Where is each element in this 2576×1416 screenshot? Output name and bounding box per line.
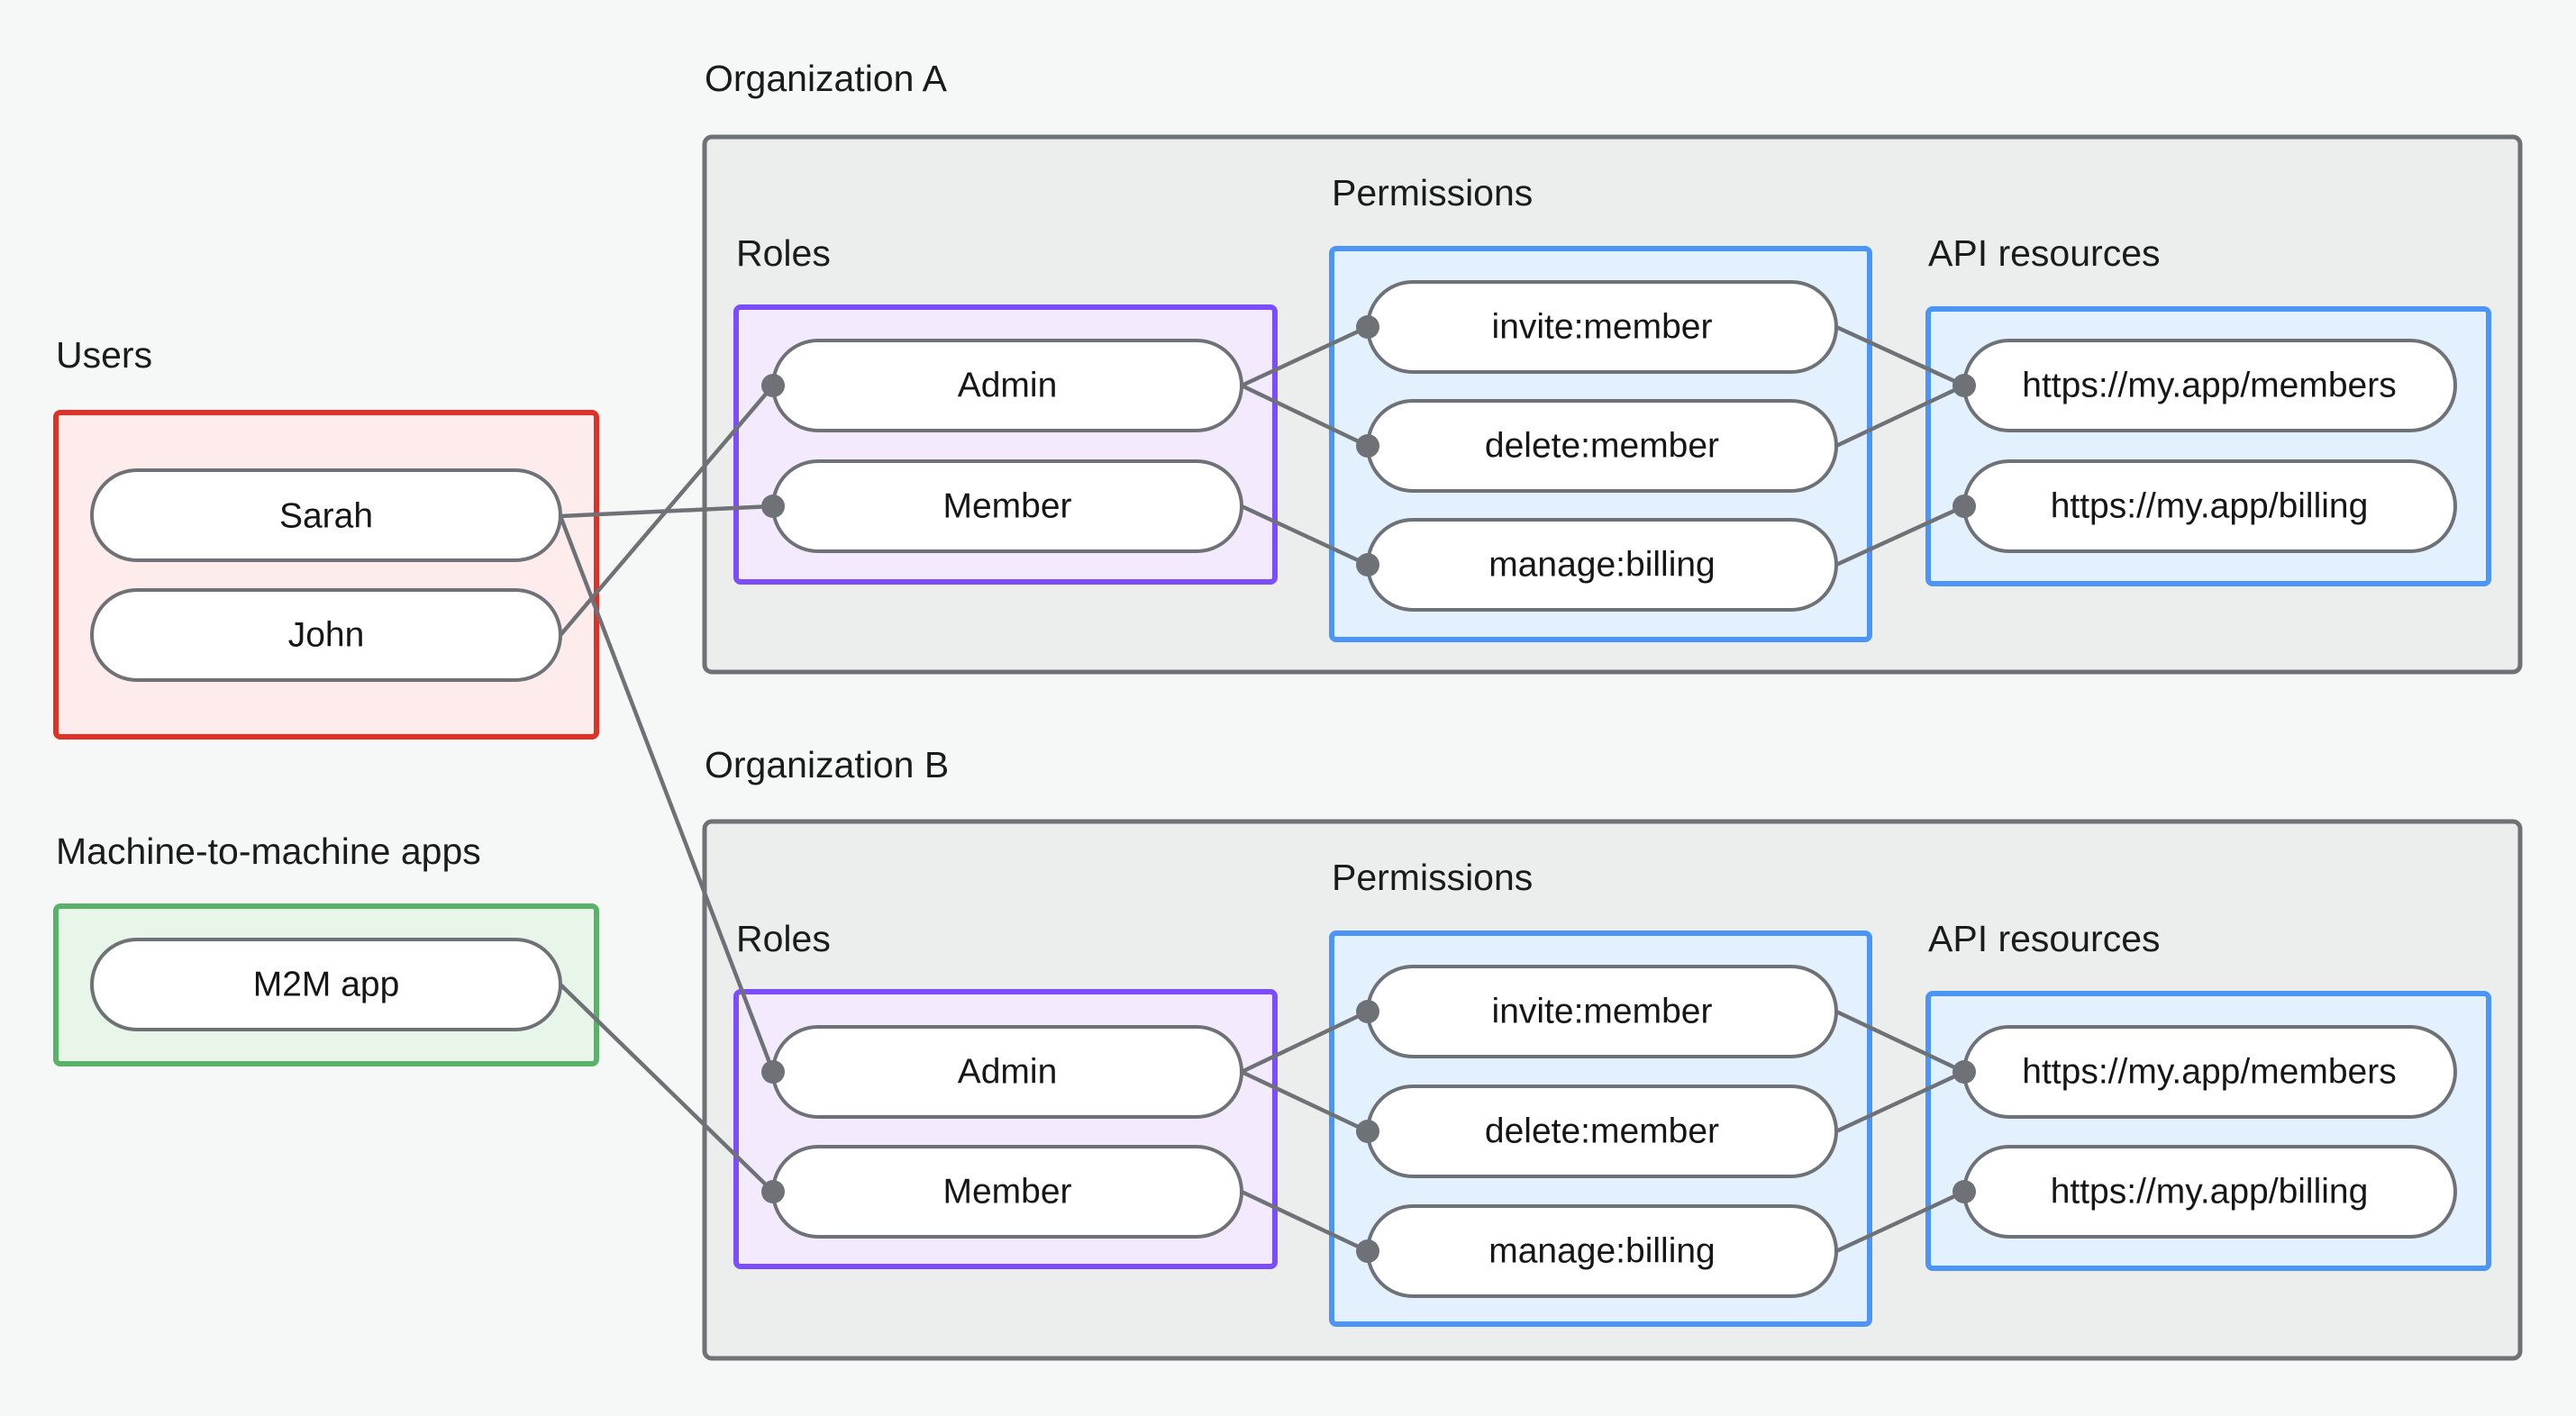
org-a-permission-invite-member-label: invite:member (1492, 308, 1713, 347)
edge-orgA-billing-billingapi (1835, 504, 1965, 567)
users-title: Users (56, 334, 152, 376)
org-a-api-title: API resources (1928, 232, 2161, 274)
org-b-api-title: API resources (1928, 918, 2161, 959)
edge-orgB-billing-billingapi (1835, 1189, 1965, 1254)
org-a-api-billing[interactable]: https://my.app/billing (1962, 459, 2457, 553)
dot-orgB-invite-in (1356, 1000, 1379, 1023)
dot-orgB-delete-in (1356, 1120, 1379, 1143)
org-b-api-members[interactable]: https://my.app/members (1962, 1025, 2457, 1119)
dot-orgA-admin-in (761, 374, 785, 397)
dot-orgB-billing-api-in (1952, 1180, 1976, 1203)
edge-orgA-member-billing (1241, 504, 1369, 567)
user-node-john[interactable]: John (90, 588, 562, 682)
org-a-role-member[interactable]: Member (771, 459, 1243, 553)
org-b-permission-delete-member-label: delete:member (1485, 1112, 1719, 1151)
org-b-permission-manage-billing-label: manage:billing (1488, 1232, 1716, 1271)
org-a-roles-title: Roles (736, 232, 831, 274)
edge-sarah-orgB-admin (558, 515, 776, 1073)
org-b-permission-delete-member[interactable]: delete:member (1366, 1085, 1838, 1178)
org-a-permissions-title: Permissions (1332, 172, 1533, 213)
m2m-node-app-label: M2M app (253, 966, 400, 1004)
org-b-permission-invite-member[interactable]: invite:member (1366, 965, 1838, 1058)
dot-orgB-admin-in (761, 1060, 785, 1084)
user-node-sarah-label: Sarah (279, 497, 373, 536)
dot-orgA-invite-in (1356, 315, 1379, 339)
edge-orgB-delete-members (1835, 1069, 1965, 1134)
org-b-role-admin-label: Admin (958, 1053, 1058, 1092)
org-b-api-billing-label: https://my.app/billing (2051, 1173, 2369, 1212)
dot-orgB-members-api-in (1952, 1060, 1976, 1084)
org-a-permission-manage-billing[interactable]: manage:billing (1366, 518, 1838, 612)
user-node-sarah[interactable]: Sarah (90, 468, 562, 562)
dot-orgB-billing-in (1356, 1239, 1379, 1263)
org-a-permission-invite-member[interactable]: invite:member (1366, 280, 1838, 374)
m2m-node-app[interactable]: M2M app (90, 938, 562, 1031)
org-b-api-billing[interactable]: https://my.app/billing (1962, 1145, 2457, 1239)
connector-layer (558, 324, 1965, 1254)
user-node-john-label: John (288, 616, 365, 655)
users-box (53, 410, 599, 740)
org-b-role-member-label: Member (942, 1173, 1071, 1212)
org-b-api-members-label: https://my.app/members (2022, 1053, 2396, 1092)
edge-orgA-delete-members (1835, 383, 1965, 449)
edge-orgA-admin-delete (1241, 383, 1369, 449)
org-a-role-admin-label: Admin (958, 367, 1058, 405)
dot-orgA-members-api-in (1952, 374, 1976, 397)
dot-orgA-member-in (761, 495, 785, 518)
edge-m2m-orgB-member (559, 983, 775, 1194)
org-a-permission-delete-member[interactable]: delete:member (1366, 399, 1838, 493)
edge-orgA-admin-invite (1241, 324, 1369, 388)
org-b-roles-title: Roles (736, 918, 831, 959)
org-a-api-members-label: https://my.app/members (2022, 367, 2396, 405)
org-b-title: Organization B (705, 744, 949, 785)
connector-dots (761, 315, 1976, 1263)
dot-orgA-billing-in (1356, 553, 1379, 576)
edge-orgA-invite-members (1835, 324, 1965, 388)
edge-orgB-admin-delete (1241, 1069, 1369, 1134)
org-a-title: Organization A (705, 58, 948, 99)
edge-orgB-admin-invite (1241, 1009, 1369, 1075)
m2m-title: Machine-to-machine apps (56, 831, 481, 872)
edge-orgB-member-billing (1241, 1189, 1369, 1254)
org-a-permission-delete-member-label: delete:member (1485, 427, 1719, 466)
edge-orgB-invite-members (1835, 1009, 1965, 1075)
org-a-role-member-label: Member (942, 487, 1071, 526)
org-b-permissions-title: Permissions (1332, 857, 1533, 898)
org-b-permission-invite-member-label: invite:member (1492, 993, 1713, 1031)
dot-orgB-member-in (761, 1180, 785, 1203)
org-b-role-admin[interactable]: Admin (771, 1025, 1243, 1119)
org-a-api-members[interactable]: https://my.app/members (1962, 339, 2457, 432)
org-a-role-admin[interactable]: Admin (771, 339, 1243, 432)
org-a-permission-manage-billing-label: manage:billing (1488, 546, 1716, 585)
org-b-permission-manage-billing[interactable]: manage:billing (1366, 1204, 1838, 1298)
dot-orgA-delete-in (1356, 434, 1379, 458)
org-a-api-billing-label: https://my.app/billing (2051, 487, 2369, 526)
org-b-role-member[interactable]: Member (771, 1145, 1243, 1239)
dot-orgA-billing-api-in (1952, 495, 1976, 518)
edge-john-orgA-admin (559, 384, 775, 637)
